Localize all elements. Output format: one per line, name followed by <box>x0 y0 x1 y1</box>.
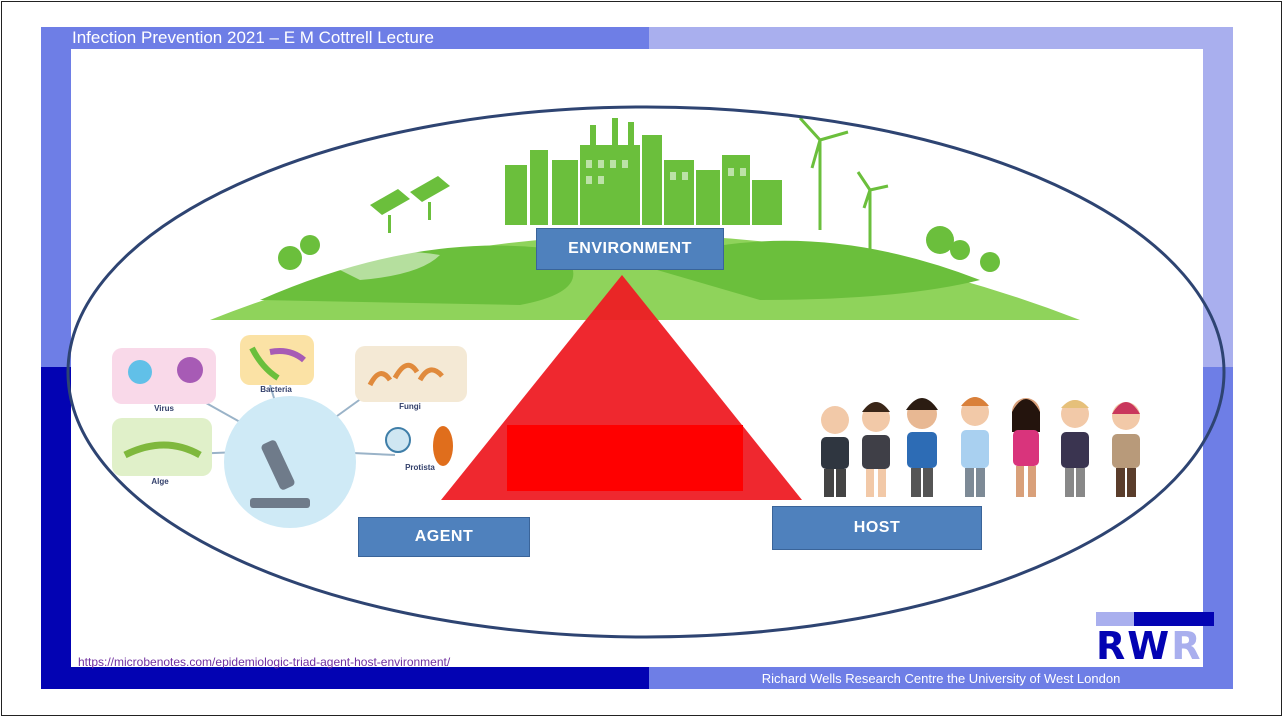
rwr-letter-r: R <box>1096 624 1128 668</box>
footer-text: Richard Wells Research Centre the Univer… <box>761 671 1121 686</box>
algae-caption: Alge <box>151 477 169 486</box>
slide-title: Infection Prevention 2021 – E M Cottrell… <box>72 28 434 47</box>
fungi-caption: Fungi <box>399 402 421 411</box>
environment-label: ENVIRONMENT <box>536 228 724 270</box>
pathogen-types-image <box>112 335 467 528</box>
footer-band-mid <box>649 667 1233 689</box>
rwr-logo-bar-light <box>1096 612 1134 626</box>
people-group-image <box>821 397 1140 497</box>
right-band-lower <box>1203 367 1233 689</box>
footer-band-dark <box>41 667 649 689</box>
left-band-lower <box>41 367 71 689</box>
rwr-logo: RWR <box>1096 612 1214 666</box>
source-link[interactable]: https://microbenotes.com/epidemiologic-t… <box>78 655 451 669</box>
rwr-logo-bar-dark-2 <box>1174 612 1214 626</box>
triangle-center-block <box>507 425 743 491</box>
right-band-upper <box>1203 49 1233 367</box>
triad-ellipse <box>66 105 1226 639</box>
rwr-logo-text: RWR <box>1096 626 1214 666</box>
header-band-dark <box>41 27 649 49</box>
rwr-letter-r-2: R <box>1171 624 1203 668</box>
rwr-letter-w: W <box>1127 624 1172 668</box>
left-band-upper <box>41 49 71 367</box>
earth-dome-image <box>210 116 1080 320</box>
virus-caption: Virus <box>154 404 174 413</box>
bacteria-caption: Bacteria <box>260 385 292 394</box>
protista-caption: Protista <box>405 463 435 472</box>
header-band-light <box>649 27 1233 49</box>
rwr-logo-bar-dark <box>1134 612 1174 626</box>
agent-label: AGENT <box>358 517 530 557</box>
host-label: HOST <box>772 506 982 550</box>
